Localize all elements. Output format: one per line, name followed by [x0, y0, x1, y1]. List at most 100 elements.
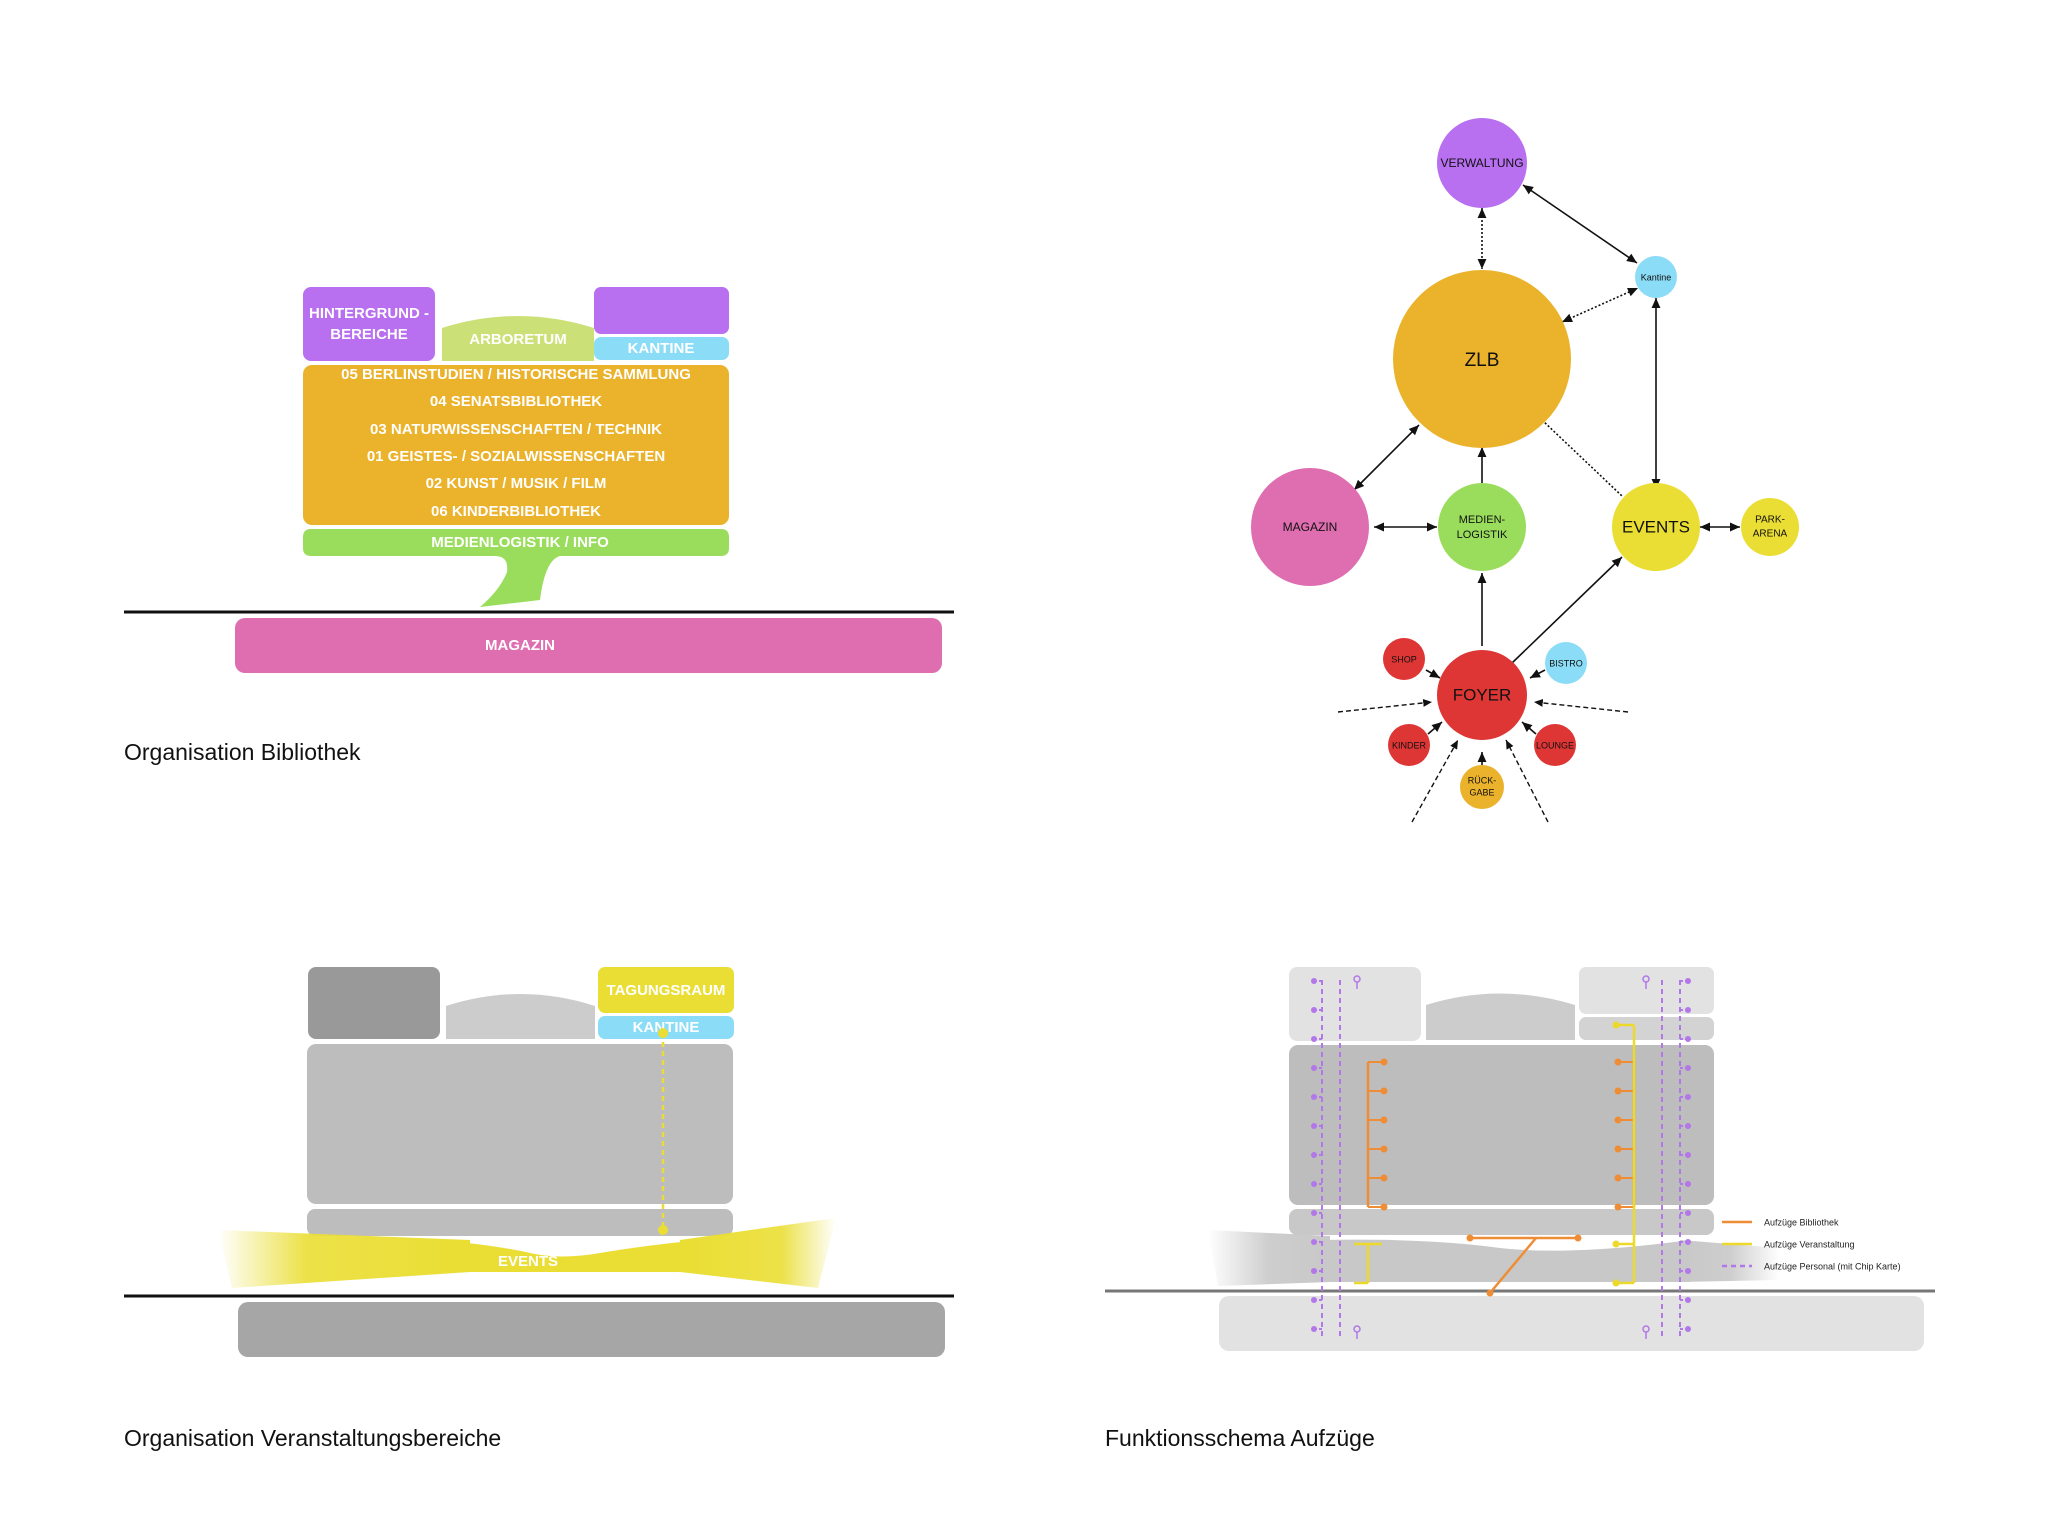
- personal-dot-left-4: [1311, 1094, 1317, 1100]
- medienlogistik-block: [303, 529, 729, 607]
- events-label: EVENTS: [498, 1253, 558, 1270]
- light-block-left: [1289, 967, 1421, 1041]
- grey-magazin-block: [238, 1302, 945, 1357]
- personal-dot-right-11: [1685, 1297, 1691, 1303]
- node-magazin-label: MAGAZIN: [1283, 520, 1338, 534]
- personal-dot-left-8: [1311, 1210, 1317, 1216]
- arboretum-block: [442, 316, 594, 361]
- edge-lounge-foyer: [1521, 721, 1537, 735]
- personal-dot-left-0: [1311, 978, 1317, 984]
- grey-medienlogistik-block: [307, 1209, 733, 1236]
- library-dot-left-3: [1380, 1145, 1388, 1153]
- grey-arboretum-block: [446, 994, 595, 1039]
- caption-aufzuege: Funktionsschema Aufzüge: [1105, 1425, 1375, 1451]
- light-floors-block: [1289, 1045, 1714, 1205]
- library-dot-right-5: [1614, 1203, 1622, 1211]
- library-dot-left-2: [1380, 1116, 1388, 1124]
- magazin-block: [235, 618, 942, 673]
- library-dot-right-0: [1614, 1058, 1622, 1066]
- floor-label-06: 06 KINDERBIBLIOTHEK: [431, 503, 601, 520]
- node-medien-label-2: LOGISTIK: [1457, 529, 1508, 541]
- node-kantine-label: Kantine: [1641, 272, 1672, 282]
- kantine-block: [594, 337, 729, 360]
- node-medien-label-1: MEDIEN-: [1459, 514, 1506, 526]
- library-dot-right-2: [1614, 1116, 1622, 1124]
- node-verwaltung-label: VERWALTUNG: [1440, 156, 1523, 170]
- light-magazin-block: [1219, 1296, 1924, 1351]
- node-parkarena: [1741, 498, 1799, 556]
- personal-dot-left-10: [1311, 1268, 1317, 1274]
- access-arrow-bottom-right: [1505, 739, 1549, 823]
- event-dot-right-0: [1612, 1021, 1620, 1029]
- light-medien-block: [1289, 1209, 1714, 1235]
- personal-dot-left-1: [1311, 1007, 1317, 1013]
- node-rueck-label-2: GABE: [1469, 787, 1494, 797]
- library-dot-left-4: [1380, 1174, 1388, 1182]
- node-foyer-label: FOYER: [1453, 685, 1512, 704]
- personal-dot-right-9: [1685, 1239, 1691, 1245]
- hintergrund-label-1: HINTERGRUND -: [309, 305, 429, 322]
- personal-dot-right-3: [1685, 1065, 1691, 1071]
- event-dot-right-1: [1612, 1240, 1620, 1248]
- floor-label-03: 03 NATURWISSENSCHAFTEN / TECHNIK: [370, 421, 662, 438]
- events-band-left: [218, 1230, 470, 1288]
- node-rueck-label-1: RÜCK-: [1468, 775, 1497, 785]
- personal-dot-right-7: [1685, 1181, 1691, 1187]
- panel-organisation-veranstaltung: TAGUNGSRAUM KANTINE EVENTS Organisation …: [124, 967, 954, 1451]
- personal-dot-left-12: [1311, 1326, 1317, 1332]
- node-park-label-1: PARK-: [1755, 515, 1785, 526]
- kantine-block-2: [598, 1016, 734, 1039]
- caption-veranstaltung: Organisation Veranstaltungsbereiche: [124, 1425, 501, 1451]
- library-ramp-dot-l: [1466, 1234, 1474, 1242]
- node-shop: [1383, 638, 1425, 680]
- library-dot-right-3: [1614, 1145, 1622, 1153]
- node-park-label-2: ARENA: [1753, 529, 1788, 540]
- node-zlb-label: ZLB: [1465, 350, 1500, 371]
- panel-organisation-bibliothek: HINTERGRUND - BEREICHE ARBORETUM KANTINE…: [124, 287, 954, 765]
- edge-zlb-events: [1541, 419, 1623, 497]
- legend-label-bibliothek: Aufzüge Bibliothek: [1764, 1217, 1839, 1227]
- light-arboretum-block: [1426, 993, 1575, 1040]
- panel-network: VERWALTUNG Kantine ZLB MAGAZIN MEDIEN- L…: [1251, 118, 1799, 823]
- medienlogistik-label: MEDIENLOGISTIK / INFO: [431, 534, 609, 551]
- library-dot-left-1: [1380, 1087, 1388, 1095]
- library-dot-right-4: [1614, 1174, 1622, 1182]
- tagungsraum-label: TAGUNGSRAUM: [607, 982, 726, 999]
- library-dot-right-1: [1614, 1087, 1622, 1095]
- arboretum-label: ARBORETUM: [469, 331, 567, 348]
- node-lounge: [1534, 724, 1576, 766]
- node-foyer: [1437, 650, 1527, 740]
- node-kinder-label: KINDER: [1392, 740, 1427, 750]
- node-zlb: [1393, 270, 1571, 448]
- grey-band-center: [1320, 1239, 1690, 1282]
- legend-label-veranstaltung: Aufzüge Veranstaltung: [1764, 1239, 1855, 1249]
- edge-shop-foyer: [1425, 669, 1441, 679]
- personal-dot-right-5: [1685, 1123, 1691, 1129]
- personal-dot-right-2: [1685, 1036, 1691, 1042]
- node-bistro-label: BISTRO: [1549, 658, 1583, 668]
- access-arrow-left: [1337, 699, 1433, 713]
- veranstaltung-lift-top: [658, 1028, 668, 1038]
- personal-dot-right-4: [1685, 1094, 1691, 1100]
- personal-dot-right-1: [1685, 1007, 1691, 1013]
- edge-foyer-events: [1511, 556, 1623, 664]
- node-kinder: [1388, 724, 1430, 766]
- bibliothek-floors-block: [303, 365, 729, 525]
- library-ramp-diag: [1489, 1237, 1537, 1294]
- legend-label-personal: Aufzüge Personal (mit Chip Karte): [1764, 1261, 1901, 1271]
- floor-label-04: 04 SENATSBIBLIOTHEK: [430, 393, 602, 410]
- veranstaltung-lift-bottom: [658, 1225, 668, 1235]
- personal-dot-right-6: [1685, 1152, 1691, 1158]
- node-shop-label: SHOP: [1391, 654, 1417, 664]
- edge-verwaltung-kantine: [1522, 184, 1638, 264]
- node-lounge-label: LOUNGE: [1536, 740, 1574, 750]
- event-dot-right-2: [1612, 1279, 1620, 1287]
- edge-zlb-kantine: [1561, 287, 1639, 323]
- node-magazin: [1251, 468, 1369, 586]
- node-events: [1612, 483, 1700, 571]
- personal-dot-right-12: [1685, 1326, 1691, 1332]
- personal-dot-left-11: [1311, 1297, 1317, 1303]
- personal-dot-right-10: [1685, 1268, 1691, 1274]
- kantine-label: KANTINE: [628, 340, 695, 357]
- hintergrund-label-2: BEREICHE: [330, 326, 408, 343]
